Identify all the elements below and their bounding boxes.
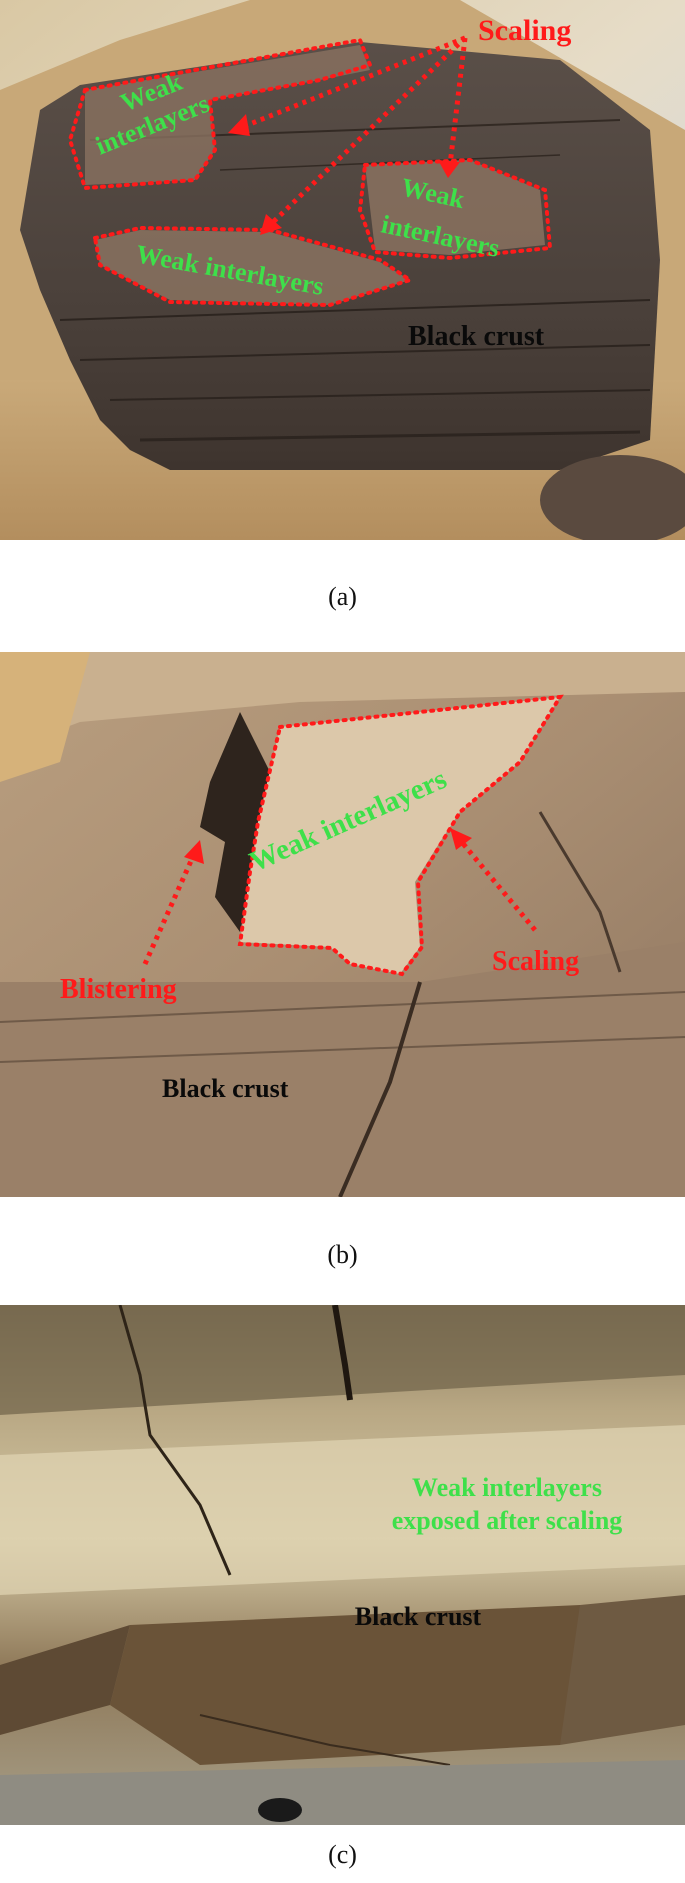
scaling-arrow-b — [458, 838, 537, 932]
panel-c-photo: Weak interlayers exposed after scaling B… — [0, 1305, 685, 1825]
scaling-arrow-2 — [447, 37, 468, 166]
panel-b-photo: Weak interlayers Blistering Scaling Blac… — [0, 652, 685, 1197]
panel-a: Scaling Weak interlayers Weak interlayer… — [0, 0, 685, 540]
scaling-label-b: Scaling — [492, 946, 579, 977]
scaling-arrowhead-3 — [260, 214, 282, 235]
panel-b: Weak interlayers Blistering Scaling Blac… — [0, 652, 685, 1197]
scaling-arrow-1 — [239, 35, 466, 131]
caption-c: (c) — [328, 1840, 357, 1869]
panel-c: Weak interlayers exposed after scaling B… — [0, 1305, 685, 1825]
caption-b: (b) — [327, 1240, 358, 1269]
black-crust-label-a: Black crust — [408, 321, 545, 352]
black-crust-label-b: Black crust — [162, 1074, 289, 1103]
scaling-label: Scaling — [478, 14, 571, 47]
weak-interlayer-outline-1 — [67, 37, 373, 191]
weak-interlayers-label-c1: Weak interlayers — [412, 1473, 602, 1502]
black-crust-label-c: Black crust — [355, 1602, 482, 1631]
scaling-arrowhead-2 — [438, 160, 460, 178]
blistering-arrow — [142, 850, 198, 966]
weak-interlayer-outline-3 — [92, 225, 415, 308]
scaling-arrow-3 — [268, 36, 467, 227]
blistering-arrowhead — [184, 840, 204, 864]
weak-interlayer-outline-2 — [357, 157, 553, 261]
scaling-arrowhead-b — [450, 828, 472, 850]
blistering-label: Blistering — [60, 974, 177, 1005]
scaling-arrowhead-1 — [228, 114, 250, 136]
caption-a: (a) — [328, 582, 357, 611]
weak-interlayer-outline-b — [237, 694, 564, 977]
weak-interlayers-label-c2: exposed after scaling — [392, 1506, 623, 1535]
panel-a-photo: Scaling Weak interlayers Weak interlayer… — [0, 0, 685, 540]
